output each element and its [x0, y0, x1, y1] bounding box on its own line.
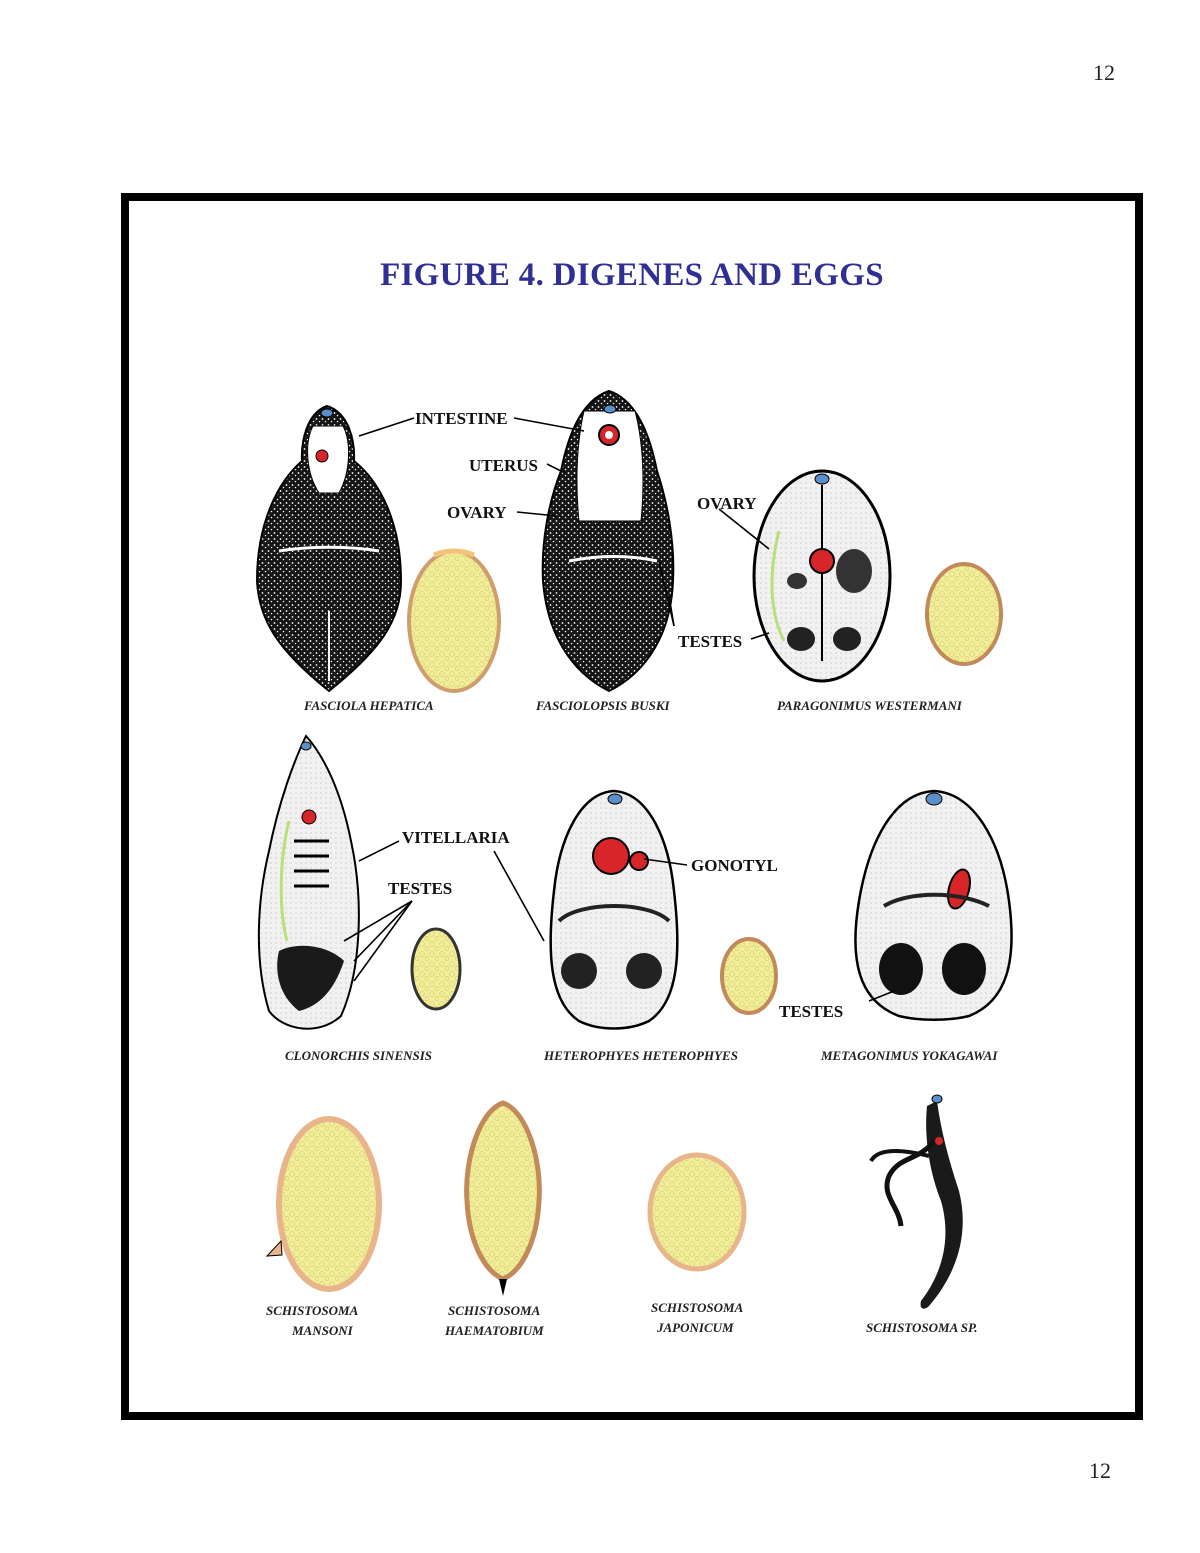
caption-metagonimus: METAGONIMUS YOKAGAWAI: [820, 1048, 998, 1063]
heterophyes-heterophyes-egg: [720, 937, 778, 1015]
caption-fasciola: FASCIOLA HEPATICA: [303, 698, 434, 713]
label-testes-mid: TESTES: [388, 879, 452, 898]
caption-schistosoma-sp: SCHISTOSOMA SP.: [866, 1320, 978, 1335]
caption-paragonimus: PARAGONIMUS WESTERMANI: [777, 698, 963, 713]
pointer-lines-row1: [358, 417, 770, 640]
caption-japonicum-line1: SCHISTOSOMA: [651, 1300, 744, 1315]
label-testes-top: TESTES: [678, 632, 742, 651]
caption-clonorchis: CLONORCHIS SINENSIS: [285, 1048, 432, 1063]
figure-title: FIGURE 4. DIGENES AND EGGS: [380, 257, 884, 293]
label-vitellaria: VITELLARIA: [402, 828, 510, 847]
fasciolopsis-buski-fluke: [541, 389, 675, 693]
label-testes-right: TESTES: [779, 1002, 843, 1021]
fasciola-hepatica-fluke: [255, 404, 403, 693]
schistosoma-mansoni-egg: [265, 1116, 382, 1292]
paragonimus-westermani-fluke: [752, 469, 892, 683]
page-number-bottom: 12: [1089, 1458, 1111, 1483]
schistosoma-japonicum-egg: [647, 1152, 747, 1272]
page-number-top: 12: [1093, 60, 1115, 85]
caption-haematobium-line1: SCHISTOSOMA: [448, 1303, 541, 1318]
caption-mansoni-line1: SCHISTOSOMA: [266, 1303, 359, 1318]
fasciola-hepatica-egg: [407, 548, 501, 693]
paragonimus-westermani-egg: [925, 562, 1003, 666]
label-ovary-right: OVARY: [697, 494, 757, 513]
metagonimus-yokagawai-fluke: [854, 789, 1013, 1021]
figure-frame: FIGURE 4. DIGENES AND EGGS: [121, 193, 1143, 1420]
schistosoma-sp-worm: [869, 1094, 963, 1309]
heterophyes-heterophyes-fluke: [549, 789, 679, 1030]
label-intestine: INTESTINE: [415, 409, 508, 428]
label-ovary-left: OVARY: [447, 503, 507, 522]
caption-fasciolopsis: FASCIOLOPSIS BUSKI: [535, 698, 670, 713]
label-gonotyl: GONOTYL: [691, 856, 778, 875]
caption-mansoni-line2: MANSONI: [291, 1323, 354, 1338]
caption-haematobium-line2: HAEMATOBIUM: [444, 1323, 544, 1338]
schistosoma-haematobium-egg: [464, 1100, 542, 1296]
clonorchis-sinensis-egg: [410, 927, 462, 1011]
caption-japonicum-line2: JAPONICUM: [656, 1320, 734, 1335]
figure-illustration: INTESTINE UTERUS OVARY OVARY TESTES FASC…: [255, 389, 1013, 1338]
pointer-lines-row2: [343, 840, 895, 1002]
clonorchis-sinensis-fluke: [257, 734, 360, 1030]
caption-heterophyes: HETEROPHYES HETEROPHYES: [543, 1048, 738, 1063]
label-uterus: UTERUS: [469, 456, 538, 475]
